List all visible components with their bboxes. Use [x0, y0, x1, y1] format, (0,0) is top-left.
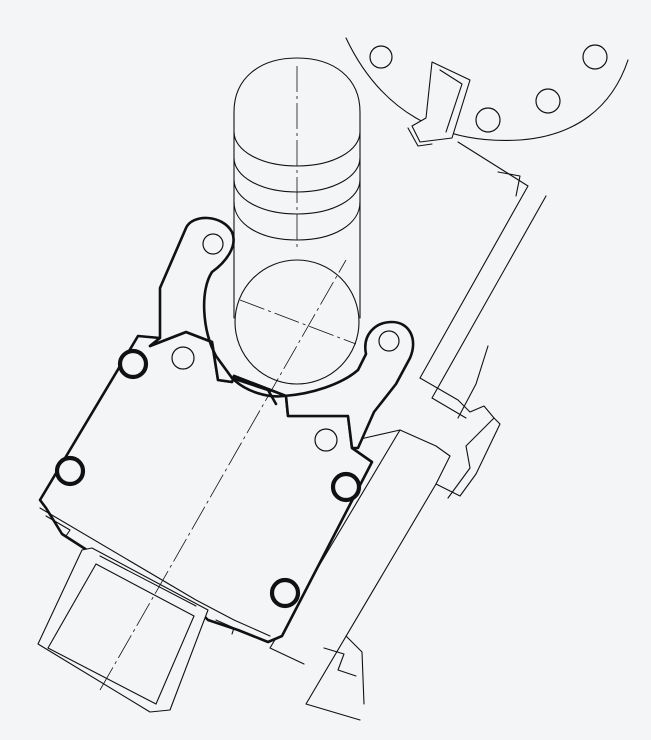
connector-outline: [37, 547, 209, 713]
guide-rail: [269, 141, 547, 721]
cylinder-spool: [233, 57, 361, 385]
cylinder-base-circle: [234, 259, 360, 385]
rail-step: [419, 377, 495, 447]
rail-bottom-notch: [323, 647, 357, 677]
clamp-inner: [439, 69, 463, 133]
rail-outer-edge: [431, 195, 547, 419]
rail-bottom-end: [345, 635, 365, 705]
body-base-line: [39, 507, 271, 637]
connector: [37, 547, 209, 713]
body-right-foot: [215, 619, 235, 635]
screw-right: [330, 471, 362, 503]
rail-inner-line: [457, 345, 489, 419]
cylinder-body: [233, 57, 361, 241]
connector-top-line-1: [99, 555, 197, 607]
rail-bracket: [435, 417, 501, 497]
gripper-pivot-right: [378, 330, 400, 352]
fasteners: [54, 346, 362, 609]
disc-hole-3: [535, 88, 561, 114]
disc-rim: [345, 37, 629, 142]
gripper-pivot-left: [202, 233, 224, 255]
rail-lower-edge: [269, 429, 401, 665]
disc-hole-1: [369, 45, 393, 69]
rail-bracket-inner: [447, 445, 471, 499]
connector-top-line-2: [95, 563, 195, 617]
rail-top-notch: [497, 171, 521, 197]
disc-clamp: [407, 61, 471, 147]
connector-right-inner: [155, 615, 195, 705]
body-centerline: [99, 259, 347, 691]
connector-bottom-inner: [47, 647, 157, 705]
rotary-disc: [345, 37, 629, 142]
rail-upper-edge: [419, 141, 529, 379]
gripper-frame: [148, 216, 415, 450]
screw-left: [54, 455, 86, 487]
clamp-foot: [407, 127, 433, 147]
clamp-body: [411, 61, 471, 143]
body-hole-upper-left: [171, 346, 195, 370]
body-left-foot: [45, 515, 71, 537]
rail-lower-outer: [305, 483, 437, 721]
disc-hole-2: [475, 107, 501, 133]
screw-bottom: [269, 577, 301, 609]
disc-hole-4: [582, 44, 608, 70]
body-hole-right: [314, 428, 338, 452]
screw-top-left: [117, 348, 149, 380]
base-circle-crossline: [239, 299, 357, 345]
connector-left-inner: [47, 563, 97, 649]
gripper-jaw-plate: [230, 376, 278, 406]
gripper: [148, 216, 415, 450]
rail-bracket-top: [399, 429, 451, 457]
